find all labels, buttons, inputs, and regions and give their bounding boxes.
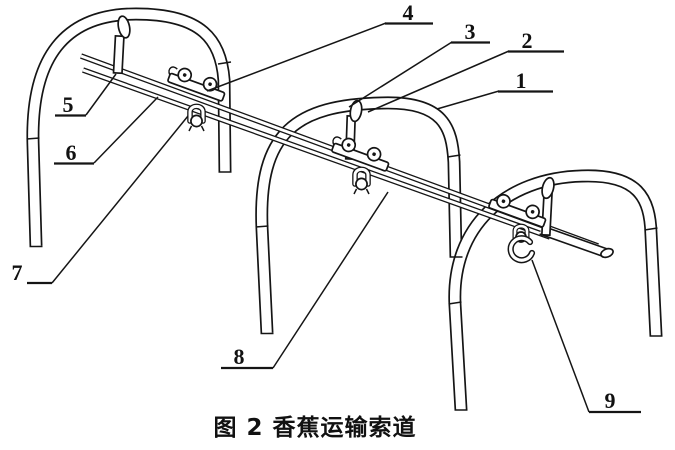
callout-label-6: 6 bbox=[66, 140, 77, 165]
leader-line-3 bbox=[348, 41, 453, 108]
callout-label-9: 9 bbox=[605, 388, 616, 413]
callout-7: 7 bbox=[12, 115, 189, 285]
hanger-strap-3 bbox=[540, 176, 555, 237]
callout-4: 4 bbox=[206, 0, 433, 92]
callout-3: 3 bbox=[348, 19, 490, 108]
callout-5: 5 bbox=[55, 73, 117, 117]
leader-line-1 bbox=[436, 90, 500, 110]
pulley-shackle-1 bbox=[187, 103, 206, 132]
callout-label-3: 3 bbox=[465, 19, 476, 44]
callout-9: 9 bbox=[531, 259, 641, 414]
figure-caption: 图 2 香蕉运输索道 bbox=[213, 415, 417, 441]
leader-line-8 bbox=[272, 191, 389, 369]
cable-end-pipe bbox=[539, 225, 614, 259]
leader-line-5 bbox=[85, 73, 117, 116]
arch-support-1 bbox=[26, 7, 232, 247]
pipe-end-cap bbox=[600, 247, 614, 259]
pulley-shackle-2 bbox=[352, 166, 371, 195]
callout-label-5: 5 bbox=[63, 92, 74, 117]
strap-clamp-1 bbox=[117, 15, 131, 39]
leader-line-2 bbox=[367, 50, 510, 113]
leader-line-9 bbox=[531, 259, 590, 413]
leader-line-6 bbox=[93, 96, 159, 164]
arch-support-2 bbox=[255, 96, 463, 334]
callout-label-8: 8 bbox=[234, 344, 245, 369]
arch-support-3 bbox=[448, 169, 663, 411]
leader-line-4 bbox=[206, 22, 387, 92]
traction-cable bbox=[82, 67, 551, 240]
trolley-3 bbox=[488, 193, 547, 264]
callout-8: 8 bbox=[221, 191, 389, 370]
trolley-2 bbox=[331, 136, 390, 195]
trolley-1 bbox=[167, 66, 226, 132]
pulley-wheel-2 bbox=[355, 177, 368, 191]
callout-label-2: 2 bbox=[522, 28, 533, 53]
hanger-strap-1 bbox=[112, 15, 131, 75]
callout-6: 6 bbox=[54, 96, 159, 165]
callout-1: 1 bbox=[436, 68, 553, 110]
callout-label-1: 1 bbox=[516, 68, 527, 93]
pulley-wheel-1 bbox=[190, 114, 203, 128]
strap-clamp-3 bbox=[541, 176, 555, 200]
callout-label-4: 4 bbox=[403, 0, 414, 25]
callout-label-7: 7 bbox=[12, 260, 23, 285]
tube-joints bbox=[26, 61, 663, 411]
leader-line-7 bbox=[51, 115, 189, 284]
callout-2: 2 bbox=[367, 28, 564, 113]
hanging-hook bbox=[507, 235, 536, 264]
